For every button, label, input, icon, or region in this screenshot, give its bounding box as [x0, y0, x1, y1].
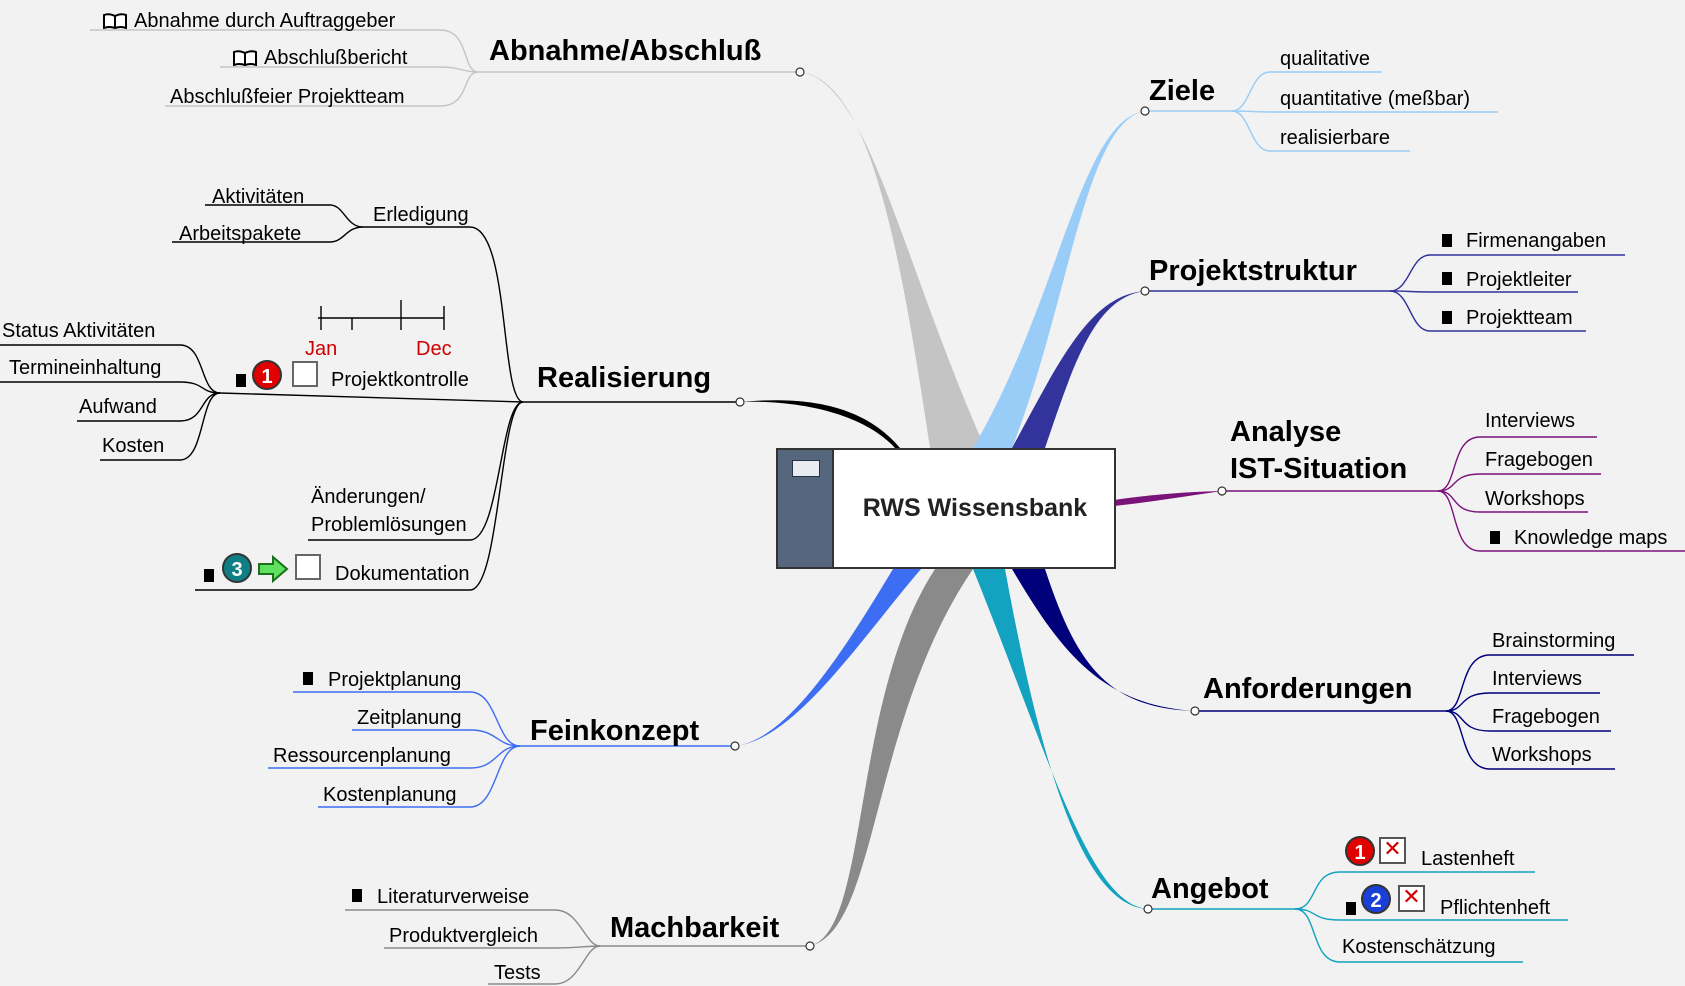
- task-cancelled-icon[interactable]: ✕: [1398, 885, 1425, 912]
- subtopic-ressourcenplanung[interactable]: Ressourcenplanung: [273, 745, 451, 767]
- subtopic-erledigung[interactable]: Erledigung: [373, 204, 469, 226]
- arrow-right-icon: [258, 555, 289, 583]
- document-icon: [1346, 902, 1356, 915]
- subtopic-projektteam[interactable]: Projektteam: [1466, 307, 1573, 329]
- document-icon: [1442, 234, 1452, 247]
- task-checkbox[interactable]: [295, 554, 321, 580]
- subtopic-quantitative[interactable]: quantitative (meßbar): [1280, 88, 1471, 110]
- book-icon: [233, 50, 257, 66]
- subtopic-kostenschaetzung[interactable]: Kostenschätzung: [1342, 936, 1496, 958]
- document-icon: [1490, 531, 1500, 544]
- topic-angebot[interactable]: Angebot: [1151, 873, 1269, 905]
- document-icon: [204, 569, 214, 582]
- document-icon: [236, 374, 246, 387]
- subtopic-projektkontrolle[interactable]: Projektkontrolle: [331, 369, 469, 391]
- topic-anforderungen[interactable]: Anforderungen: [1203, 673, 1413, 705]
- branch-anforderungen: [1012, 569, 1195, 711]
- topic-abnahme[interactable]: Abnahme/Abschluß: [489, 35, 762, 67]
- topic-realisierung[interactable]: Realisierung: [537, 362, 712, 394]
- subtopic-termineinhaltung[interactable]: Termineinhaltung: [9, 357, 162, 379]
- book-icon: [103, 13, 127, 29]
- subtopic-produktvergleich[interactable]: Produktvergleich: [389, 925, 538, 947]
- folder-icon: [792, 460, 820, 477]
- subtopic-aufwand[interactable]: Aufwand: [79, 396, 157, 418]
- subtopic-anforderungen-fragebogen[interactable]: Fragebogen: [1492, 706, 1600, 728]
- subtopic-projektplanung[interactable]: Projektplanung: [328, 669, 462, 691]
- subtopic-tests[interactable]: Tests: [494, 962, 541, 984]
- subtopic-kosten[interactable]: Kosten: [102, 435, 165, 457]
- subtopic-arbeitspakete[interactable]: Arbeitspakete: [179, 223, 302, 245]
- subtopic-abschlussbericht[interactable]: Abschlußbericht: [264, 47, 408, 69]
- subtopic-abschlussfeier[interactable]: Abschlußfeier Projektteam: [170, 86, 405, 108]
- subtopic-aenderungen-line1[interactable]: Änderungen/: [311, 486, 426, 508]
- priority-1-icon: 1: [1345, 836, 1375, 866]
- branch-ziele: [973, 111, 1145, 448]
- subtopic-aenderungen-line2[interactable]: Problemlösungen: [311, 514, 467, 536]
- priority-3-icon: 3: [222, 553, 252, 583]
- priority-1-icon: 1: [252, 360, 282, 390]
- task-cancelled-icon[interactable]: ✕: [1379, 837, 1406, 864]
- branch-analyse: [1114, 491, 1222, 506]
- subtopic-lastenheft[interactable]: Lastenheft: [1421, 848, 1515, 870]
- subtopic-kostenplanung[interactable]: Kostenplanung: [323, 784, 457, 806]
- topic-analyse-line2[interactable]: IST-Situation: [1230, 453, 1408, 485]
- topic-analyse-line1[interactable]: Analyse: [1230, 416, 1342, 448]
- subtopic-analyse-fragebogen[interactable]: Fragebogen: [1485, 449, 1593, 471]
- subtopic-anforderungen-workshops[interactable]: Workshops: [1492, 744, 1592, 766]
- subtopic-anforderungen-interviews[interactable]: Interviews: [1492, 668, 1583, 690]
- topic-projektstruktur[interactable]: Projektstruktur: [1149, 255, 1357, 287]
- branch-feinkonzept: [735, 569, 921, 746]
- document-icon: [352, 889, 362, 902]
- subtopic-zeitplanung[interactable]: Zeitplanung: [357, 707, 462, 729]
- subtopic-aktivitaeten[interactable]: Aktivitäten: [212, 186, 305, 208]
- subtopic-analyse-workshops[interactable]: Workshops: [1485, 488, 1585, 510]
- branch-machbarkeit: [810, 569, 973, 946]
- subtopic-brainstorming[interactable]: Brainstorming: [1492, 630, 1616, 652]
- subtopic-pflichtenheft[interactable]: Pflichtenheft: [1440, 897, 1551, 919]
- timeline-start-label: Jan: [305, 338, 338, 360]
- subtopic-analyse-interviews[interactable]: Interviews: [1485, 410, 1576, 432]
- branch-abnahme: [800, 72, 985, 448]
- central-topic[interactable]: RWS Wissensbank: [776, 448, 1116, 569]
- subtopic-status-aktivitaeten[interactable]: Status Aktivitäten: [2, 320, 156, 342]
- branch-realisierung: [740, 400, 900, 448]
- subtopic-dokumentation[interactable]: Dokumentation: [335, 563, 470, 585]
- subtopic-firmenangaben[interactable]: Firmenangaben: [1466, 230, 1607, 252]
- subtopic-knowledge-maps[interactable]: Knowledge maps: [1514, 527, 1668, 549]
- subtopic-literaturverweise[interactable]: Literaturverweise: [377, 886, 530, 908]
- priority-2-icon: 2: [1361, 884, 1391, 914]
- task-checkbox[interactable]: [292, 361, 318, 387]
- branch-angebot: [973, 569, 1148, 909]
- subtopic-abnahme-auftraggeber[interactable]: Abnahme durch Auftraggeber: [134, 10, 396, 32]
- timeline-end-label: Dec: [416, 338, 452, 360]
- subtopic-qualitative[interactable]: qualitative: [1280, 48, 1371, 70]
- subtopic-projektleiter[interactable]: Projektleiter: [1466, 269, 1572, 291]
- document-icon: [1442, 311, 1452, 324]
- topic-ziele[interactable]: Ziele: [1149, 75, 1216, 107]
- document-icon: [303, 672, 313, 685]
- topic-feinkonzept[interactable]: Feinkonzept: [530, 715, 700, 747]
- branch-projektstruktur: [1012, 291, 1145, 448]
- document-icon: [1442, 272, 1452, 285]
- central-topic-label: RWS Wissensbank: [862, 494, 1088, 522]
- central-topic-tab: [778, 450, 834, 567]
- subtopic-realisierbare[interactable]: realisierbare: [1280, 127, 1391, 149]
- topic-machbarkeit[interactable]: Machbarkeit: [610, 912, 780, 944]
